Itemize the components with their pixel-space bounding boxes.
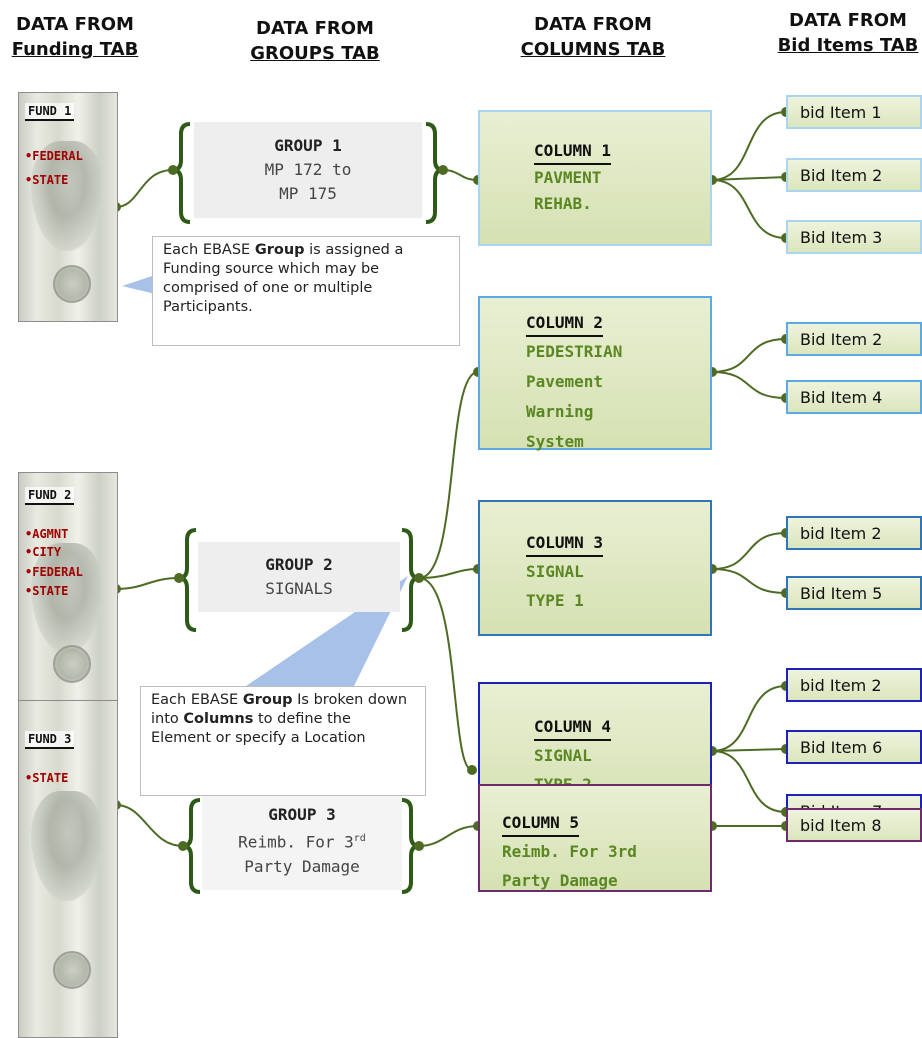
fund-3-banknote: FUND 3 •STATE bbox=[18, 700, 118, 1038]
header-columns: DATA FROM COLUMNS TAB bbox=[520, 14, 666, 60]
group-line: MP 175 bbox=[279, 184, 337, 203]
bid-item: Bid Item 4 bbox=[786, 380, 922, 414]
column-line: SIGNAL bbox=[534, 746, 592, 765]
column-3-box: COLUMN 3 SIGNAL TYPE 1 bbox=[478, 500, 712, 636]
group-title: GROUP 2 bbox=[265, 555, 333, 574]
bid-item: Bid Item 5 bbox=[786, 576, 922, 610]
group-title: GROUP 3 bbox=[268, 805, 336, 825]
column-line: Reimb. For 3rd bbox=[502, 842, 637, 861]
group-3-box: GROUP 3 Reimb. For 3rd Party Damage bbox=[202, 792, 402, 890]
banknote-seal bbox=[53, 265, 91, 303]
banknote-portrait bbox=[31, 141, 103, 251]
column-title: COLUMN 2 bbox=[526, 311, 604, 337]
group-title: GROUP 1 bbox=[274, 136, 342, 155]
group-2-box: GROUP 2 SIGNALS bbox=[198, 542, 400, 612]
note-columns: Each EBASE Group Is broken down into Col… bbox=[140, 686, 426, 796]
column-line: System bbox=[526, 432, 584, 451]
column-line: REHAB. bbox=[534, 194, 592, 213]
column-1-box: COLUMN 1 PAVMENT REHAB. bbox=[478, 110, 712, 246]
bid-item: Bid Item 2 bbox=[786, 322, 922, 356]
header-bid-items: DATA FROM Bid Items TAB bbox=[777, 10, 919, 56]
column-line: Warning bbox=[526, 402, 594, 421]
bid-item: bid Item 8 bbox=[786, 808, 922, 842]
superscript: rd bbox=[353, 833, 366, 845]
fund-2-banknote: FUND 2 •AGMNT •CITY •FEDERAL •STATE bbox=[18, 472, 118, 702]
banknote-seal bbox=[53, 951, 91, 989]
bid-item: Bid Item 2 bbox=[786, 158, 922, 192]
column-line: PEDESTRIAN bbox=[526, 342, 623, 361]
column-title: COLUMN 3 bbox=[526, 531, 604, 557]
column-line: PAVMENT bbox=[534, 168, 602, 187]
fund-participant: •STATE bbox=[25, 584, 69, 598]
fund-participant: •FEDERAL bbox=[25, 149, 83, 163]
column-line: SIGNAL bbox=[526, 562, 584, 581]
fund-title: FUND 2 bbox=[25, 487, 75, 505]
fund-participant: •CITY bbox=[25, 545, 62, 559]
group-line: Reimb. For 3rd bbox=[238, 832, 366, 852]
fund-1-banknote: FUND 1 •FEDERAL •STATE bbox=[18, 92, 118, 322]
group-line: SIGNALS bbox=[265, 579, 333, 598]
column-title: COLUMN 4 bbox=[534, 715, 612, 741]
banknote-portrait bbox=[31, 543, 103, 653]
fund-title: FUND 1 bbox=[25, 103, 75, 121]
bid-item: Bid Item 3 bbox=[786, 220, 922, 254]
column-line: Party Damage bbox=[502, 871, 618, 890]
note-funding: Each EBASE Group is assigned a Funding s… bbox=[152, 236, 460, 346]
header-funding: DATA FROM Funding TAB bbox=[11, 14, 139, 60]
group-line: Party Damage bbox=[244, 856, 360, 876]
column-line: Pavement bbox=[526, 372, 604, 391]
column-2-box: COLUMN 2 PEDESTRIAN Pavement Warning Sys… bbox=[478, 296, 712, 451]
bid-item: bid Item 1 bbox=[786, 95, 922, 129]
column-line: TYPE 1 bbox=[526, 591, 584, 610]
fund-participant: •FEDERAL bbox=[25, 565, 83, 579]
bid-item: Bid Item 6 bbox=[786, 730, 922, 764]
column-title: COLUMN 1 bbox=[534, 139, 612, 165]
fund-participant: •STATE bbox=[25, 173, 69, 187]
fund-participant: •STATE bbox=[25, 771, 69, 785]
header-groups: DATA FROM GROUPS TAB bbox=[250, 18, 380, 64]
wires bbox=[115, 111, 787, 847]
banknote-portrait bbox=[31, 791, 103, 901]
fund-participant: •AGMNT bbox=[25, 527, 69, 541]
bid-item: bid Item 2 bbox=[786, 668, 922, 702]
group-line: MP 172 to bbox=[264, 160, 352, 179]
group-1-box: GROUP 1 MP 172 to MP 175 bbox=[194, 122, 422, 218]
bid-item: bid Item 2 bbox=[786, 516, 922, 550]
column-title: COLUMN 5 bbox=[502, 811, 580, 837]
fund-title: FUND 3 bbox=[25, 731, 75, 749]
column-5-box: COLUMN 5 Reimb. For 3rd Party Damage bbox=[478, 784, 712, 892]
banknote-seal bbox=[53, 645, 91, 683]
